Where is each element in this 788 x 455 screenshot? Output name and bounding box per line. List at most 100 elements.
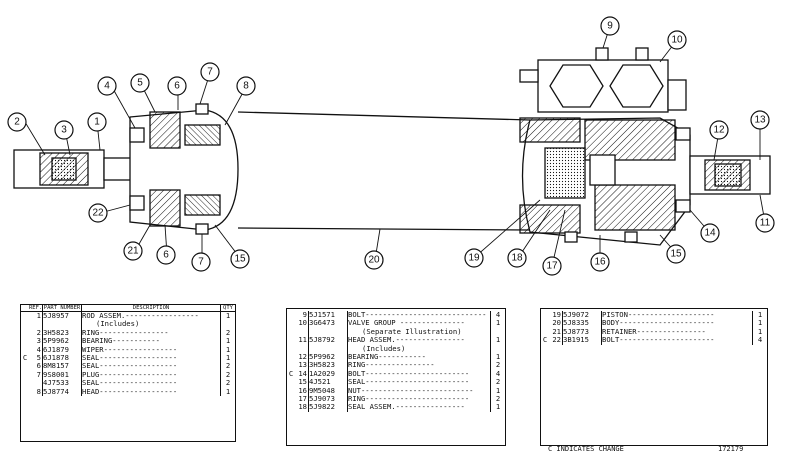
- ref-number: 7: [36, 370, 41, 379]
- svg-text:14: 14: [704, 228, 716, 239]
- part-number: 4J521: [308, 378, 347, 387]
- quantity: 2: [490, 378, 505, 387]
- change-mark: [21, 362, 29, 370]
- description: BOLT----------------------: [601, 336, 752, 345]
- description: RETAINER----------------: [601, 327, 752, 337]
- callout-13: 13: [750, 110, 770, 130]
- change-mark: [21, 312, 29, 320]
- callout-6-bottom: 6: [156, 245, 176, 265]
- ref-number: 11: [298, 336, 307, 345]
- part-number: 5J9822: [308, 403, 347, 412]
- quantity: 1: [752, 319, 767, 328]
- description: HEAD ASSEM.----------------: [347, 336, 490, 345]
- ref-number: [29, 320, 42, 328]
- callout-12: 12: [709, 120, 729, 140]
- svg-text:7: 7: [207, 67, 213, 78]
- drawing-code: 172179: [718, 445, 744, 453]
- table-row: (Separate Illustration): [287, 327, 505, 337]
- part-number: 6J1878: [42, 354, 81, 363]
- part-number: 5P9962: [42, 337, 81, 346]
- ref-number: [295, 345, 308, 353]
- svg-text:20: 20: [368, 255, 380, 266]
- callouts: 1 2 3 4 5 6 7 8 22 21 6 7 15 20 9 10 12 …: [7, 16, 775, 276]
- svg-text:21: 21: [127, 246, 139, 257]
- part-number: 4J7533: [42, 379, 81, 388]
- description: SEAL------------------: [81, 362, 220, 371]
- ref-number: 1: [36, 312, 41, 320]
- svg-text:2: 2: [14, 117, 20, 128]
- quantity: 2: [220, 370, 235, 380]
- ref-number: 15: [298, 378, 307, 387]
- callout-10: 10: [667, 30, 687, 50]
- change-mark: [287, 403, 295, 411]
- svg-text:6: 6: [163, 250, 169, 261]
- parts-table-1-header: REF. NO. PART NUMBER DESCRIPTION QTY: [21, 305, 235, 312]
- part-number: [42, 320, 81, 329]
- description: SEAL------------------: [81, 354, 220, 363]
- change-mark: C: [22, 354, 28, 363]
- svg-text:15: 15: [670, 249, 682, 260]
- change-mark: [287, 395, 295, 403]
- description: VALVE GROUP ---------------: [347, 319, 490, 328]
- description: ROD ASSEM.-----------------: [81, 312, 220, 321]
- part-number: 5J8957: [42, 312, 81, 321]
- change-mark: C: [288, 369, 294, 378]
- description: RING----------------: [347, 361, 490, 370]
- callout-5: 5: [130, 73, 150, 93]
- description: BEARING-----------: [347, 353, 490, 362]
- callout-20: 20: [364, 250, 384, 270]
- callout-9: 9: [600, 16, 620, 36]
- part-number: 3B1915: [562, 336, 601, 345]
- ref-number: 22: [552, 336, 561, 345]
- quantity: 1: [752, 327, 767, 337]
- ref-number: 13: [298, 361, 307, 370]
- svg-text:8: 8: [243, 81, 249, 92]
- ref-number: 4: [36, 345, 41, 354]
- svg-text:16: 16: [594, 257, 606, 268]
- description: SEAL ASSEM.----------------: [347, 403, 490, 412]
- ref-number: [29, 379, 42, 387]
- quantity: 4: [490, 311, 505, 320]
- description: (Includes): [81, 320, 220, 329]
- callout-8: 8: [236, 76, 256, 96]
- ref-number: 12: [298, 353, 307, 362]
- svg-text:19: 19: [468, 253, 480, 264]
- part-number: 3H5823: [308, 361, 347, 370]
- change-mark: C: [542, 336, 548, 345]
- svg-text:12: 12: [713, 125, 725, 136]
- quantity: 4: [490, 369, 505, 379]
- ref-number: 5: [36, 354, 41, 363]
- callout-3: 3: [54, 120, 74, 140]
- callout-19: 19: [464, 248, 484, 268]
- quantity: 1: [220, 345, 235, 355]
- change-mark: [287, 345, 295, 353]
- svg-text:22: 22: [92, 208, 104, 219]
- callout-4: 4: [97, 76, 117, 96]
- quantity: 2: [220, 328, 235, 338]
- parts-table-1: REF. NO. PART NUMBER DESCRIPTION QTY 15J…: [20, 304, 236, 442]
- description: NUT--------------------------: [347, 386, 490, 396]
- quantity: 1: [220, 354, 235, 363]
- part-number: 5J8773: [562, 327, 601, 337]
- svg-text:5: 5: [137, 78, 143, 89]
- description: BOLT----------------------------: [347, 311, 490, 320]
- change-mark: [287, 353, 295, 361]
- ref-number: 10: [298, 319, 307, 328]
- quantity: 1: [220, 387, 235, 397]
- ref-number: 16: [298, 386, 307, 395]
- callout-7-bottom: 7: [191, 252, 211, 272]
- ref-number: 19: [552, 311, 561, 319]
- part-number: 3G6473: [308, 319, 347, 328]
- ref-number: 6: [36, 362, 41, 371]
- description: SEAL------------------------: [347, 378, 490, 387]
